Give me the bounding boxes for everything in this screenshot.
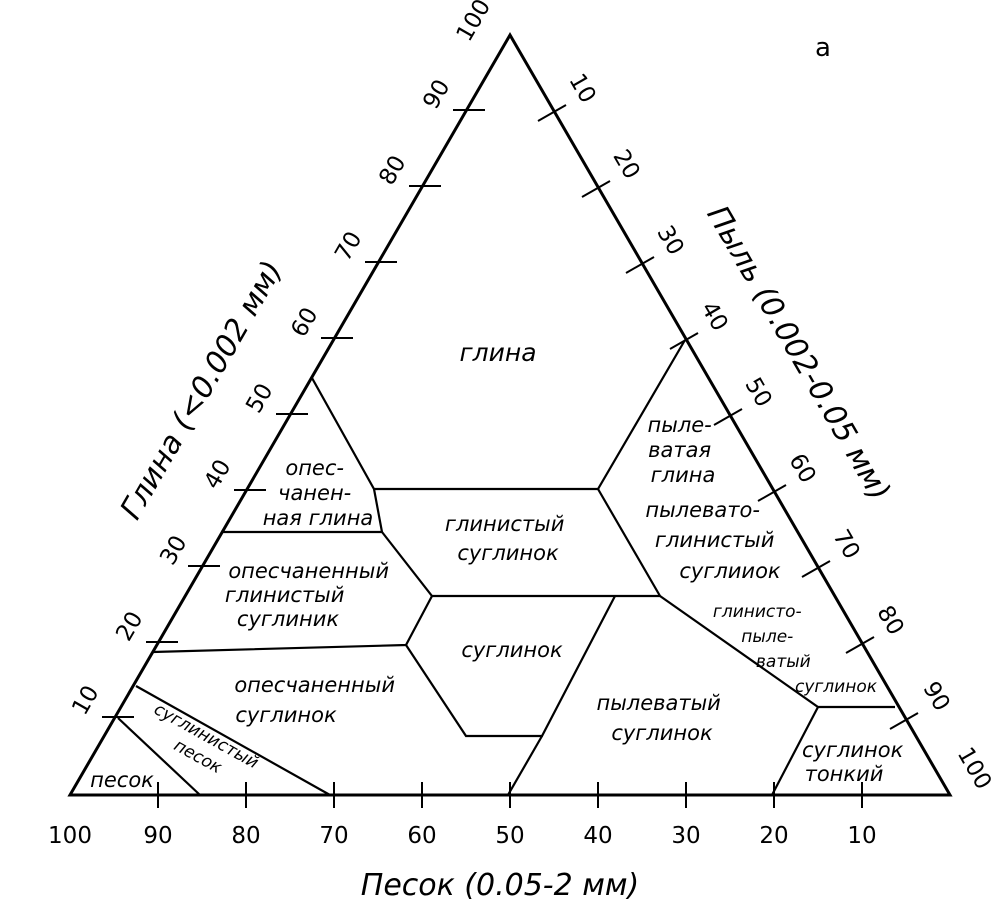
tick-label: 10 xyxy=(847,823,876,849)
region-label-clayey-silt-loam: глинисто- пыле- ватый суглинок xyxy=(713,602,878,697)
region-label-silty-clay: пыле- ватая глина xyxy=(648,413,719,487)
tick-label: 30 xyxy=(155,531,192,569)
tick-label: 60 xyxy=(783,449,820,487)
tick-label: 100 xyxy=(48,823,92,849)
region-label-silty-clay-loam: пылевато- глинистый суглииок xyxy=(645,498,781,583)
tick-label: 80 xyxy=(231,823,260,849)
tick-label: 40 xyxy=(199,455,236,493)
bottom-axis-tick-labels: 100 90 80 70 60 50 40 30 20 10 xyxy=(48,823,877,849)
tick-label: 70 xyxy=(827,525,864,563)
right-axis-ticks xyxy=(537,104,919,730)
tick-label: 100 xyxy=(952,743,994,794)
region-label-sand: песок xyxy=(90,768,154,792)
class-boundaries xyxy=(117,339,895,796)
tick-label: 30 xyxy=(671,823,700,849)
region-label-sandy-clay-loam: опесчаненный глинистый суглиник xyxy=(225,559,396,631)
tick-label: 10 xyxy=(563,69,600,107)
tick-label: 90 xyxy=(917,677,954,715)
tick-label: 20 xyxy=(111,607,148,645)
tick-label: 50 xyxy=(495,823,524,849)
tick-label: 60 xyxy=(407,823,436,849)
tick-label: 50 xyxy=(739,373,776,411)
tick-label: 20 xyxy=(759,823,788,849)
sand-axis-title: Песок (0.05-2 мм) xyxy=(361,868,639,903)
right-axis-tick-labels: 10 20 30 40 50 60 70 80 90 100 xyxy=(563,69,994,794)
panel-label: a xyxy=(815,33,831,63)
tick-label: 20 xyxy=(607,145,644,183)
region-label-clay-loam: глинистый суглинок xyxy=(445,512,571,565)
region-label-silt-loam: пылеватый суглинок xyxy=(596,691,727,745)
tick-label: 90 xyxy=(418,75,455,113)
tick-label: 30 xyxy=(651,221,688,259)
tick-label: 10 xyxy=(67,681,104,719)
tick-label: 100 xyxy=(452,0,496,46)
region-label-sandy-loam: опесчаненный суглинок xyxy=(234,673,401,727)
tick-label: 80 xyxy=(374,151,411,189)
region-label-loam: суглинок xyxy=(461,638,563,662)
tick-label: 80 xyxy=(871,601,908,639)
bottom-axis-ticks xyxy=(157,782,863,808)
tick-label: 40 xyxy=(583,823,612,849)
tick-label: 70 xyxy=(330,227,367,265)
tick-label: 40 xyxy=(695,297,732,335)
left-axis-ticks xyxy=(102,109,485,718)
region-label-clay: глина xyxy=(459,338,536,367)
region-label-silt: суглинок тонкий xyxy=(802,738,910,786)
region-label-sandy-clay: опес- чанен- ная глина xyxy=(263,456,374,530)
tick-label: 70 xyxy=(319,823,348,849)
tick-label: 50 xyxy=(241,379,278,417)
tick-label: 60 xyxy=(286,303,323,341)
tick-label: 90 xyxy=(143,823,172,849)
